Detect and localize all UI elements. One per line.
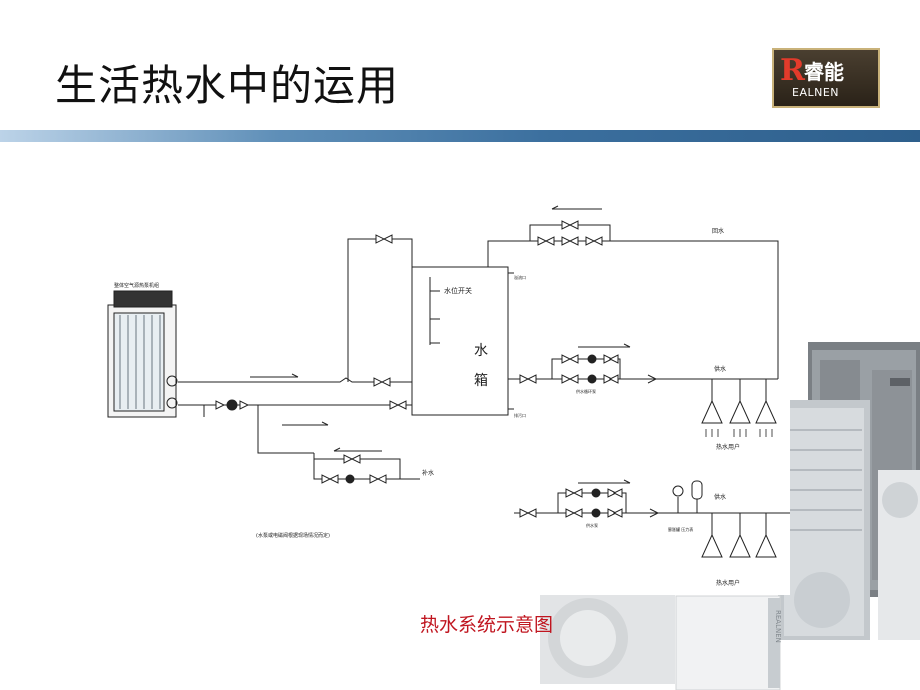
expansion-label: 膨胀罐 压力表	[668, 526, 693, 532]
pump-assembly-lower	[519, 488, 623, 518]
feed-valves	[321, 454, 387, 484]
users-label-lower: 热水用户	[716, 579, 740, 587]
return-label: 回水	[712, 227, 724, 235]
drain-label: 排污口	[514, 412, 526, 418]
hot-water-system-diagram: 整体空气源热泵机组 水位开关 水 箱 溢流口 排污口 回水 供水 热水用户 供水…	[100, 195, 790, 595]
pump-note-lower: 供水泵	[586, 522, 598, 528]
logo-mark: R	[780, 53, 805, 88]
tank-label-1: 水	[474, 343, 488, 359]
hot-water-users-upper	[701, 379, 777, 437]
gate-valve	[561, 220, 579, 230]
users-label-upper: 热水用户	[716, 443, 740, 451]
supply-label-lower: 供水	[714, 493, 726, 501]
pump-assembly-upper	[519, 354, 619, 384]
brand-logo: R 睿能 EALNEN	[772, 48, 880, 108]
title-underline-bar	[0, 130, 920, 142]
circulation-pump	[215, 399, 250, 411]
unit-brand-label: REALNEN	[774, 610, 782, 643]
tank-label-2: 箱	[474, 373, 488, 389]
page-title: 生活热水中的运用	[55, 61, 400, 110]
diagram-caption: 热水系统示意图	[420, 614, 554, 636]
unit-label: 整体空气源热泵机组	[114, 282, 159, 289]
gate-valve	[389, 400, 407, 410]
feed-label: 补水	[422, 469, 434, 477]
logo-name-en: EALNEN	[792, 86, 840, 99]
hot-water-users-lower	[701, 513, 777, 558]
logo-name-cn: 睿能	[804, 60, 844, 84]
gate-valve	[585, 236, 603, 246]
pump-note-upper: 供水循环泵	[576, 388, 596, 394]
float-switch-label: 水位开关	[444, 286, 472, 295]
heat-pump-unit	[107, 290, 178, 418]
gate-valve	[375, 234, 393, 244]
supply-label-upper: 供水	[714, 365, 726, 373]
gate-valve	[373, 377, 391, 387]
diagram-footnote: (水泵或电磁阀根据现场情况而定)	[256, 532, 330, 539]
gate-valve	[537, 236, 555, 246]
gate-valve	[561, 236, 579, 246]
overflow-label: 溢流口	[514, 274, 526, 280]
water-tank	[411, 266, 509, 416]
